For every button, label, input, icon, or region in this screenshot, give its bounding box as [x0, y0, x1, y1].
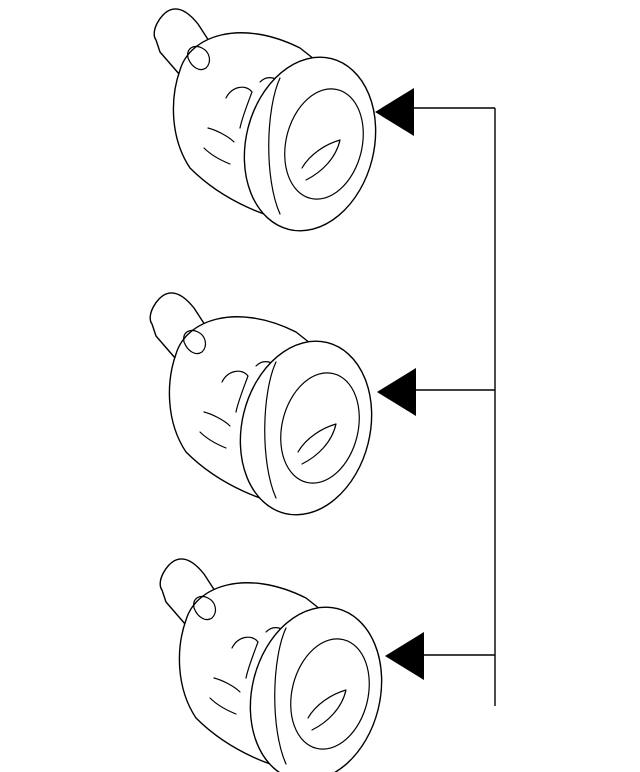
- sensor-bottom: [159, 558, 401, 772]
- callout-leader: [412, 107, 496, 706]
- arrow-middle-icon: [377, 368, 416, 416]
- arrow-bottom-icon: [385, 632, 424, 680]
- sensor-middle: [149, 292, 391, 530]
- arrow-top-icon: [375, 88, 414, 136]
- sensor-top: [153, 8, 395, 246]
- callout-arrows: [375, 88, 424, 680]
